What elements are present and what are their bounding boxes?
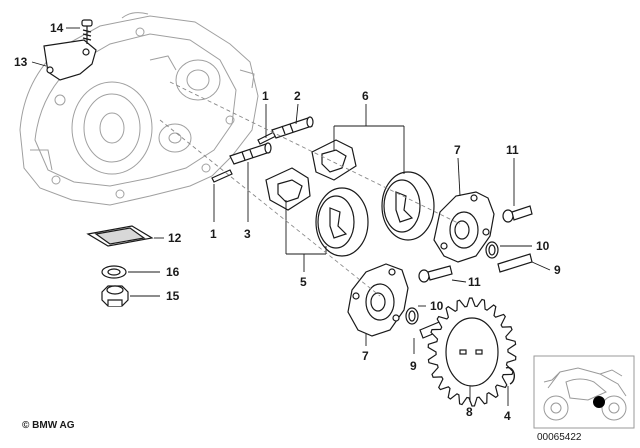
callout-8: 8 bbox=[466, 405, 473, 419]
callout-10-upper: 10 bbox=[536, 239, 550, 253]
callout-11-upper: 11 bbox=[506, 143, 519, 157]
motorcycle-locator-thumbnail bbox=[533, 355, 635, 429]
callout-13: 13 bbox=[14, 55, 28, 69]
callout-15: 15 bbox=[166, 289, 180, 303]
cover-plate-bracket bbox=[43, 39, 97, 81]
callout-1-lower: 1 bbox=[210, 227, 217, 241]
callout-16: 16 bbox=[166, 265, 180, 279]
callout-2: 2 bbox=[294, 89, 301, 103]
callout-9-upper: 9 bbox=[554, 263, 561, 277]
washer-16 bbox=[101, 265, 127, 279]
o-rings-10 bbox=[405, 241, 499, 325]
seal-12 bbox=[86, 225, 154, 247]
bolts-11 bbox=[418, 205, 533, 283]
callout-3: 3 bbox=[244, 227, 251, 241]
pump-shafts bbox=[229, 116, 314, 165]
callout-14: 14 bbox=[50, 21, 64, 35]
callout-7-upper: 7 bbox=[454, 143, 461, 157]
motorcycle-icon bbox=[543, 367, 627, 421]
inner-rotors bbox=[265, 139, 357, 211]
callout-12: 12 bbox=[168, 231, 182, 245]
outer-rotors bbox=[315, 171, 435, 257]
drain-plug-15 bbox=[101, 285, 129, 307]
callout-1-upper: 1 bbox=[262, 89, 269, 103]
callout-5: 5 bbox=[300, 275, 307, 289]
drive-sprocket bbox=[427, 297, 517, 407]
circlip-4 bbox=[505, 366, 515, 385]
callout-9-lower: 9 bbox=[410, 359, 417, 373]
callout-11-lower: 11 bbox=[468, 275, 481, 289]
callout-6: 6 bbox=[362, 89, 369, 103]
location-marker-icon bbox=[593, 396, 605, 408]
callout-labels: 14 13 1 2 6 7 11 1 3 12 10 9 16 5 11 15 … bbox=[14, 21, 561, 423]
screw-14-icon bbox=[81, 19, 93, 44]
pump-housing-lower bbox=[347, 263, 409, 337]
callout-10-lower: 10 bbox=[430, 299, 444, 313]
callout-7-lower: 7 bbox=[362, 349, 369, 363]
callout-4: 4 bbox=[504, 409, 511, 423]
diagram-part-number: 00065422 bbox=[537, 432, 582, 443]
pump-housing-upper bbox=[433, 191, 495, 263]
leader-lines bbox=[31, 27, 551, 406]
copyright-notice: © BMW AG bbox=[22, 420, 75, 431]
